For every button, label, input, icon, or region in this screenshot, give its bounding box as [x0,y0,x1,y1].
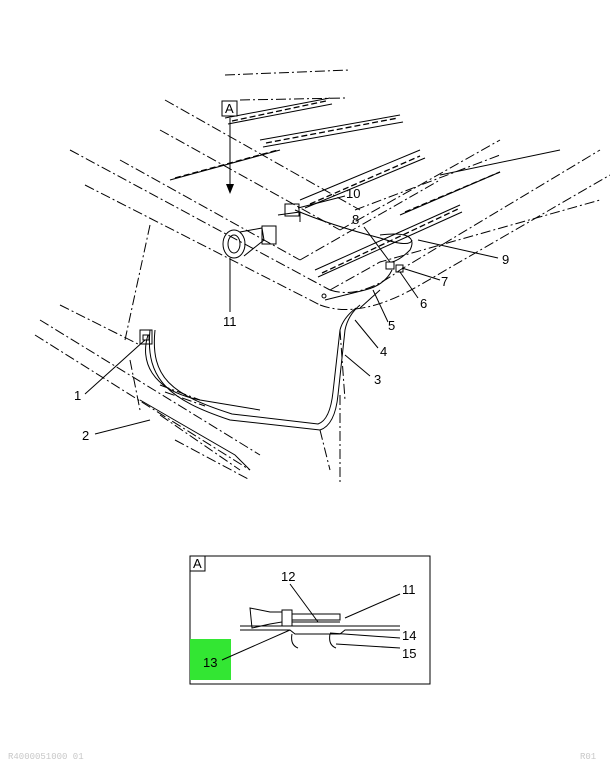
callout-numbers: 1 2 3 4 5 6 7 8 9 10 11 [74,186,509,443]
callout-7: 7 [441,274,448,289]
footer-strip: R4000051000 01 R01 [0,752,610,761]
cab-roof-drawing [34,69,610,485]
callout-6: 6 [420,296,427,311]
callout-11-detail: 11 [402,582,416,597]
footer-right-text: R01 [580,752,597,761]
footer-left-text: R4000051000 01 [8,752,84,761]
callout-5: 5 [388,318,395,333]
callout-12: 12 [281,569,295,584]
detail-letter: A [193,556,202,571]
callout-leaders [84,195,499,435]
callout-14: 14 [402,628,416,643]
callout-4: 4 [380,344,387,359]
callout-15: 15 [402,646,416,661]
view-a-marker: A [221,100,238,194]
detail-view-a: A 12 11 13 14 15 [189,555,431,685]
view-a-letter: A [225,101,234,116]
callout-9: 9 [502,252,509,267]
callout-13: 13 [203,655,217,670]
callout-1: 1 [74,388,81,403]
callout-3: 3 [374,372,381,387]
callout-11: 11 [223,314,237,329]
callout-8: 8 [352,212,359,227]
callout-2: 2 [82,428,89,443]
callout-10: 10 [346,186,360,201]
